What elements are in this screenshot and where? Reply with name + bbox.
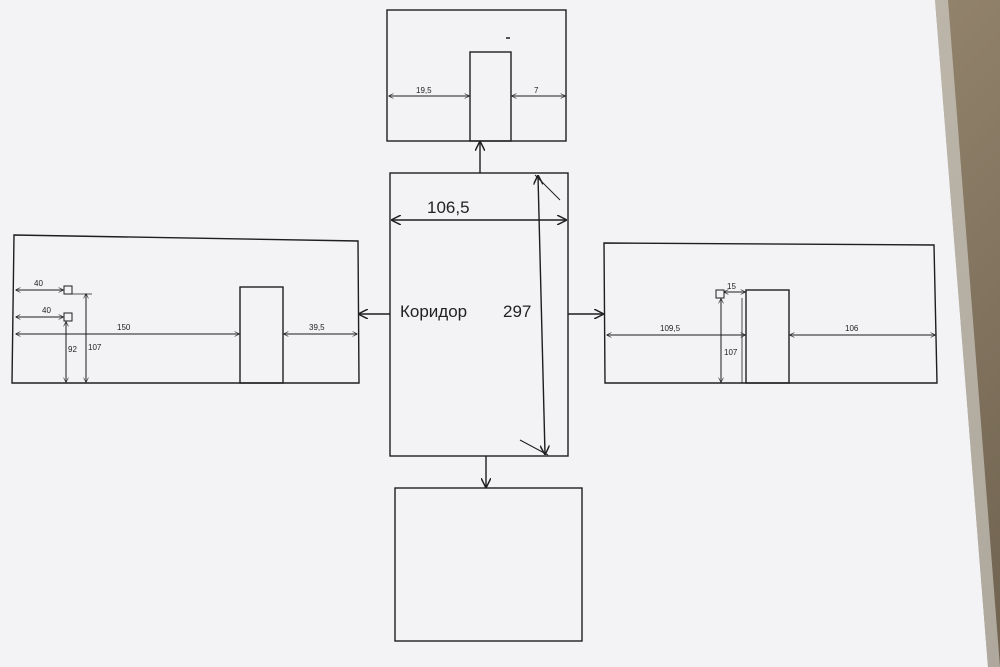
wall-top [386,9,567,142]
corridor-label: Коридор [400,302,467,321]
wall-bottom [394,487,583,642]
wall-bottom-outline [394,487,583,642]
switch-height-label: 107 [724,348,738,357]
wall-right-left-offset-label: 109,5 [660,324,681,333]
wall-left [11,234,360,384]
outlet-lower-offset-label: 40 [42,306,51,315]
wall-top-left-offset-label: 19,5 [416,86,432,95]
switch-offset-label: 15 [727,282,736,291]
outlet-lower-icon [63,312,73,322]
wall-left-outline [11,234,360,384]
paper-shadow-edge [935,0,1000,667]
corridor-width-label: 106,5 [427,198,470,217]
corridor-height-dim-line [538,176,545,454]
corridor-tick [534,174,561,201]
door-offset-label: 150 [117,323,131,332]
outlet-upper-offset-label: 40 [34,279,43,288]
outlet-upper-icon [63,285,73,295]
wall-left-right-offset-label: 39,5 [309,323,325,332]
wall-left-door [239,286,284,384]
wall-right-right-offset-label: 106 [845,324,859,333]
wall-right-outline [603,242,938,384]
corridor-tick [519,439,549,456]
outlet-upper-height-label: 107 [88,343,102,352]
corridor-height-label: 297 [503,302,531,321]
wall-top-door [469,51,512,142]
wall-right [603,242,938,384]
outlet-lower-height-label: 92 [68,345,77,354]
wall-right-door [745,289,790,384]
wall-top-right-offset-label: 7 [534,86,539,95]
